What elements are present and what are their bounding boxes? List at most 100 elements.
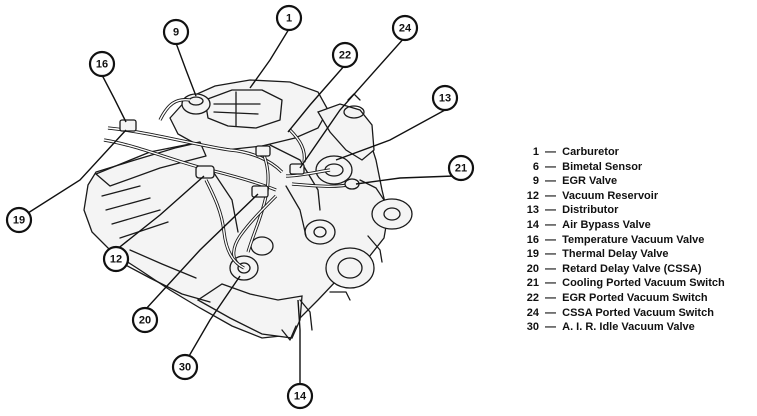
legend-item: 20 — Retard Delay Valve (CSSA) <box>526 262 725 277</box>
callout-1: 1 <box>275 4 303 32</box>
callout-number: 13 <box>439 93 451 105</box>
retard-delay-valve-shape <box>251 185 269 198</box>
callout-circle <box>275 4 303 32</box>
legend-separator: — <box>542 218 560 231</box>
legend-name: Distributor <box>562 204 619 217</box>
legend-item: 19 — Thermal Delay Valve <box>526 247 725 262</box>
callout-circle <box>131 306 159 334</box>
vacuum-reservoir-shape <box>195 165 215 179</box>
legend-name: Air Bypass Valve <box>562 218 651 231</box>
callout-circle <box>5 206 33 234</box>
callout-21: 21 <box>447 154 475 182</box>
legend-number: 16 <box>526 233 539 246</box>
legend-name: EGR Valve <box>562 175 618 188</box>
callout-circle <box>88 50 116 78</box>
callout-circle <box>447 154 475 182</box>
engine-illustration <box>83 79 413 341</box>
legend-separator: — <box>542 262 560 275</box>
legend-separator: — <box>542 321 560 334</box>
alternator-shape <box>371 198 413 230</box>
legend-item: 22 — EGR Ported Vacuum Switch <box>526 291 725 306</box>
callout-number: 21 <box>455 163 467 175</box>
legend-item: 30 — A. I. R. Idle Vacuum Valve <box>526 320 725 335</box>
legend-number: 9 <box>532 175 539 188</box>
legend-separator: — <box>542 204 560 217</box>
legend-number: 13 <box>526 204 539 217</box>
legend-number: 20 <box>526 262 539 275</box>
legend-separator: — <box>542 291 560 304</box>
pulley-lower <box>325 247 375 289</box>
carburetor-shape <box>204 89 283 129</box>
legend-separator: — <box>542 277 560 290</box>
rear-housing <box>317 103 375 161</box>
leader-lines <box>27 28 455 388</box>
legend-item: 21 — Cooling Ported Vacuum Switch <box>526 276 725 291</box>
callout-number: 19 <box>13 215 25 227</box>
callout-20: 20 <box>131 306 159 334</box>
callout-circle <box>162 18 190 46</box>
legend-number: 21 <box>526 277 539 290</box>
callout-24: 24 <box>391 14 419 42</box>
callout-30: 30 <box>171 353 199 381</box>
callout-circle <box>431 84 459 112</box>
legend-number: 19 <box>526 248 539 261</box>
callout-circle <box>391 14 419 42</box>
callout-14: 14 <box>286 382 314 410</box>
egr-ported-switch-shape <box>255 145 271 157</box>
legend-name: Carburetor <box>562 146 619 158</box>
legend-separator: — <box>542 189 560 202</box>
legend-item: 1 — Carburetor <box>526 145 725 160</box>
legend-number: 12 <box>526 189 539 202</box>
distributor-shape <box>315 155 353 185</box>
temperature-vacuum-valve-shape <box>119 119 137 132</box>
air-idle-valve-shape <box>250 236 274 256</box>
callout-22: 22 <box>331 41 359 69</box>
legend-number: 30 <box>526 321 539 334</box>
callout-circle <box>102 245 130 273</box>
legend-item: 16 — Temperature Vacuum Valve <box>526 233 725 248</box>
legend-number: 1 <box>532 146 539 158</box>
callout-number: 22 <box>339 50 351 62</box>
legend-number: 6 <box>532 160 539 173</box>
legend-item: 14 — Air Bypass Valve <box>526 218 725 233</box>
legend-name: Bimetal Sensor <box>562 160 643 173</box>
callout-number: 30 <box>179 362 191 374</box>
callout-13: 13 <box>431 84 459 112</box>
legend-item: 13 — Distributor <box>526 203 725 218</box>
legend-item: 12 — Vacuum Reservoir <box>526 189 725 204</box>
legend-item: 24 — CSSA Ported Vacuum Switch <box>526 306 725 321</box>
legend-name: Temperature Vacuum Valve <box>562 233 705 246</box>
callout-12: 12 <box>102 245 130 273</box>
legend-separator: — <box>542 306 560 319</box>
legend-number: 14 <box>526 218 539 231</box>
legend-name: Cooling Ported Vacuum Switch <box>562 277 725 290</box>
legend-name: EGR Ported Vacuum Switch <box>562 291 708 304</box>
oil-pan <box>196 283 303 339</box>
pulley-mid <box>304 219 336 245</box>
legend-item: 9 — EGR Valve <box>526 174 725 189</box>
callout-number: 24 <box>399 23 412 35</box>
callout-9: 9 <box>162 18 190 46</box>
legend-separator: — <box>542 160 560 173</box>
legend-separator: — <box>542 233 560 246</box>
legend-separator: — <box>542 175 560 188</box>
callout-number: 20 <box>139 315 151 327</box>
legend-separator: — <box>542 146 560 158</box>
callout-number: 14 <box>294 391 307 403</box>
callout-number: 12 <box>110 254 122 266</box>
callout-circle <box>331 41 359 69</box>
legend-name: Vacuum Reservoir <box>562 189 659 202</box>
callout-circle <box>171 353 199 381</box>
callout-16: 16 <box>88 50 116 78</box>
legend-name: Retard Delay Valve (CSSA) <box>562 262 702 275</box>
legend-separator: — <box>542 248 560 261</box>
legend-name: Thermal Delay Valve <box>562 248 669 261</box>
callout-19: 19 <box>5 206 33 234</box>
callout-circle <box>286 382 314 410</box>
callout-number: 16 <box>96 59 108 71</box>
legend-name: CSSA Ported Vacuum Switch <box>562 306 714 319</box>
